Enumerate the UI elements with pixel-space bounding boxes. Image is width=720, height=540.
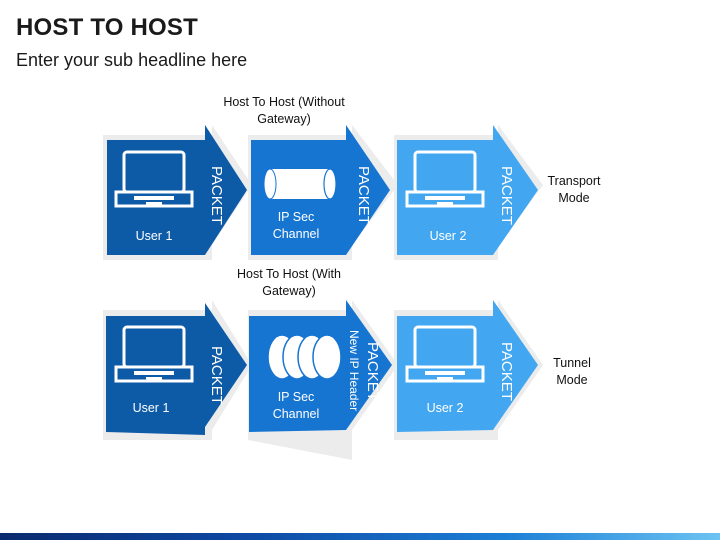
- page-title: HOST TO HOST: [16, 14, 198, 41]
- tunnel-mode-label: Tunnel Mode: [537, 355, 607, 389]
- row-1: PACKET PACKET PACKET User 1 IP Sec Chann…: [103, 125, 543, 260]
- user2-label: User 2: [430, 229, 467, 243]
- packet-label: PACKET: [498, 342, 515, 401]
- channel-label-line2: Channel: [273, 407, 320, 421]
- user2-label: User 2: [427, 401, 464, 415]
- user1-label: User 1: [136, 229, 173, 243]
- row-1-heading-line2: Gateway): [257, 112, 311, 126]
- channel-label-line1: IP Sec: [278, 390, 315, 404]
- tunnel-mode-line2: Mode: [556, 373, 588, 387]
- cylinder-icon: [263, 168, 337, 200]
- arrow-user2-top: [397, 125, 538, 255]
- arrow-user1-bottom: [106, 303, 247, 435]
- packet-label: PACKET: [208, 346, 225, 405]
- row-2-heading-line2: Gateway): [262, 284, 316, 298]
- transport-mode-label: Transport Mode: [539, 173, 609, 207]
- row-2-heading-line1: Host To Host (With: [237, 267, 341, 281]
- packet-label: PACKET: [208, 166, 225, 225]
- transport-mode-line2: Mode: [558, 191, 590, 205]
- row-2: PACKET PACKET New IP Header PACKET User …: [103, 300, 543, 460]
- transport-mode-line1: Transport: [547, 174, 601, 188]
- multi-cylinder-icon: [267, 334, 342, 380]
- packet-label: PACKET: [355, 166, 372, 225]
- packet-label: PACKET: [364, 342, 381, 401]
- user1-label: User 1: [133, 401, 170, 415]
- footer-bar: [0, 533, 720, 540]
- row-1-heading-line1: Host To Host (Without: [223, 95, 345, 109]
- page-subtitle: Enter your sub headline here: [16, 50, 248, 70]
- packet-label: PACKET: [498, 166, 515, 225]
- arrow-user1-top: [107, 125, 247, 255]
- row-2-heading: Host To Host (With Gateway): [219, 266, 359, 300]
- channel-label-line2: Channel: [273, 227, 320, 241]
- tunnel-mode-line1: Tunnel: [553, 356, 591, 370]
- channel-label-line1: IP Sec: [278, 210, 315, 224]
- row-1-heading: Host To Host (Without Gateway): [214, 94, 354, 128]
- new-ip-header-label: New IP Header: [347, 330, 361, 411]
